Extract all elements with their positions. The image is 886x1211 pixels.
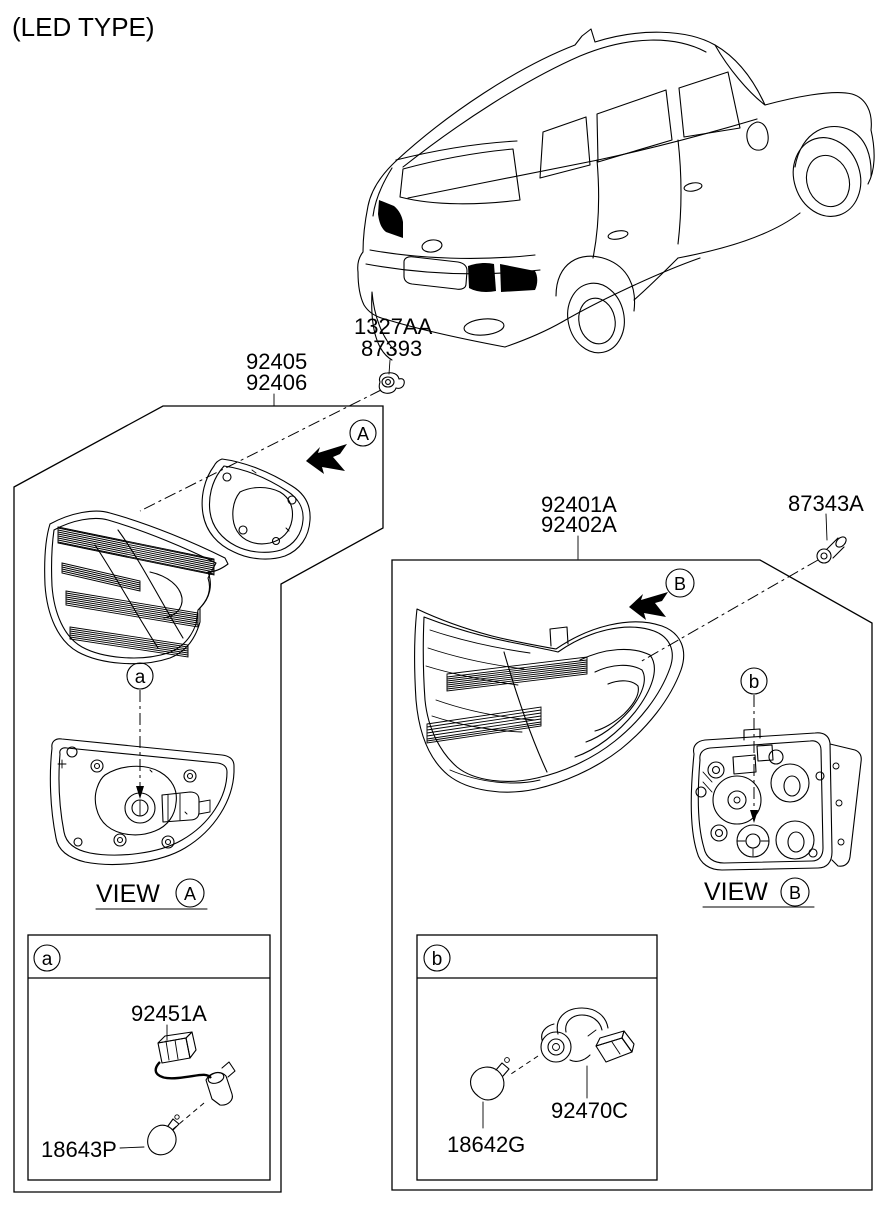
detail-box-a: a 92451A 18643P bbox=[27, 934, 271, 1181]
outer-lamp-assembly-box: 92401A 92402A 87343A B bbox=[391, 491, 873, 1191]
part-number: 87343A bbox=[788, 491, 864, 516]
inner-tail-lamp-silhouette bbox=[378, 200, 403, 238]
detail-frame bbox=[416, 934, 658, 1181]
detail-marker-circle bbox=[33, 944, 61, 972]
gasket-drawing bbox=[201, 458, 311, 560]
part-number: 92470C bbox=[551, 1098, 628, 1123]
direction-arrow-icon bbox=[306, 444, 347, 474]
bulb-icon bbox=[469, 1066, 505, 1101]
side-mirror bbox=[746, 121, 769, 151]
part-number: 87393 bbox=[361, 336, 422, 361]
direction-marker-letter: B bbox=[674, 574, 686, 594]
bulb-marker-letter: a bbox=[135, 667, 146, 688]
assembly-frame bbox=[13, 405, 384, 1193]
door-handle bbox=[683, 182, 703, 192]
part-number: 92451A bbox=[131, 1001, 207, 1026]
part-number: 92402A bbox=[541, 512, 617, 537]
part-number: 18643P bbox=[41, 1137, 117, 1162]
view-a-drawing bbox=[49, 738, 235, 866]
bumper-reflector bbox=[463, 318, 505, 336]
nut-icon bbox=[378, 372, 405, 394]
quarter-window bbox=[539, 116, 591, 179]
part-number: 92401A bbox=[541, 492, 617, 517]
door-handle bbox=[607, 230, 629, 240]
view-caption: VIEW bbox=[96, 880, 160, 908]
bulb-socket-drawing bbox=[469, 1007, 635, 1101]
view-b-drawing bbox=[690, 728, 862, 871]
license-plate-recess bbox=[403, 256, 468, 290]
detail-marker-letter: b bbox=[432, 949, 443, 970]
view-marker-circle bbox=[780, 877, 810, 907]
front-door-window bbox=[678, 71, 741, 138]
direction-marker-letter: A bbox=[357, 424, 369, 444]
a-pillar-line bbox=[714, 44, 766, 106]
outer-tail-lamp-silhouette bbox=[468, 262, 496, 292]
outer-tail-lamp-silhouette bbox=[500, 264, 538, 292]
bulb-marker-circle bbox=[740, 667, 768, 695]
direction-marker-circle bbox=[349, 419, 377, 447]
outer-lamp-lens-drawing bbox=[414, 608, 685, 793]
nut-callout: 1327AA 87393 bbox=[139, 314, 433, 512]
detail-marker-circle bbox=[423, 944, 451, 972]
direction-marker-circle bbox=[665, 568, 695, 598]
inner-lamp-assembly-box: 92405 92406 A bbox=[13, 349, 384, 1193]
rear-door-window bbox=[596, 89, 673, 163]
bulb-holder-harness-drawing bbox=[147, 1031, 236, 1156]
detail-box-b: b 18642G 92470C bbox=[416, 934, 658, 1181]
part-number: 18642G bbox=[447, 1132, 525, 1157]
part-number: 1327AA bbox=[354, 314, 433, 339]
screw-icon bbox=[816, 536, 847, 564]
detail-frame bbox=[27, 934, 271, 1181]
inner-lamp-lens-drawing bbox=[44, 510, 229, 665]
detail-marker-letter: a bbox=[42, 949, 53, 970]
view-marker-circle bbox=[175, 878, 205, 908]
vehicle-illustration bbox=[357, 28, 875, 361]
front-wheel bbox=[792, 137, 862, 217]
rear-glass bbox=[399, 148, 521, 205]
assembly-frame bbox=[391, 559, 873, 1191]
view-marker-letter: B bbox=[789, 883, 801, 903]
page-title: (LED TYPE) bbox=[12, 12, 155, 42]
part-number: 92406 bbox=[246, 370, 307, 395]
rear-wheel bbox=[567, 282, 625, 354]
direction-arrow-icon bbox=[629, 592, 668, 620]
bulb-marker-letter: b bbox=[749, 672, 760, 693]
bulb-icon bbox=[147, 1124, 177, 1156]
view-caption: VIEW bbox=[704, 878, 768, 906]
view-marker-letter: A bbox=[184, 884, 196, 904]
brand-badge bbox=[421, 239, 443, 253]
bulb-marker-circle bbox=[126, 662, 154, 690]
part-number: 92405 bbox=[246, 349, 307, 374]
